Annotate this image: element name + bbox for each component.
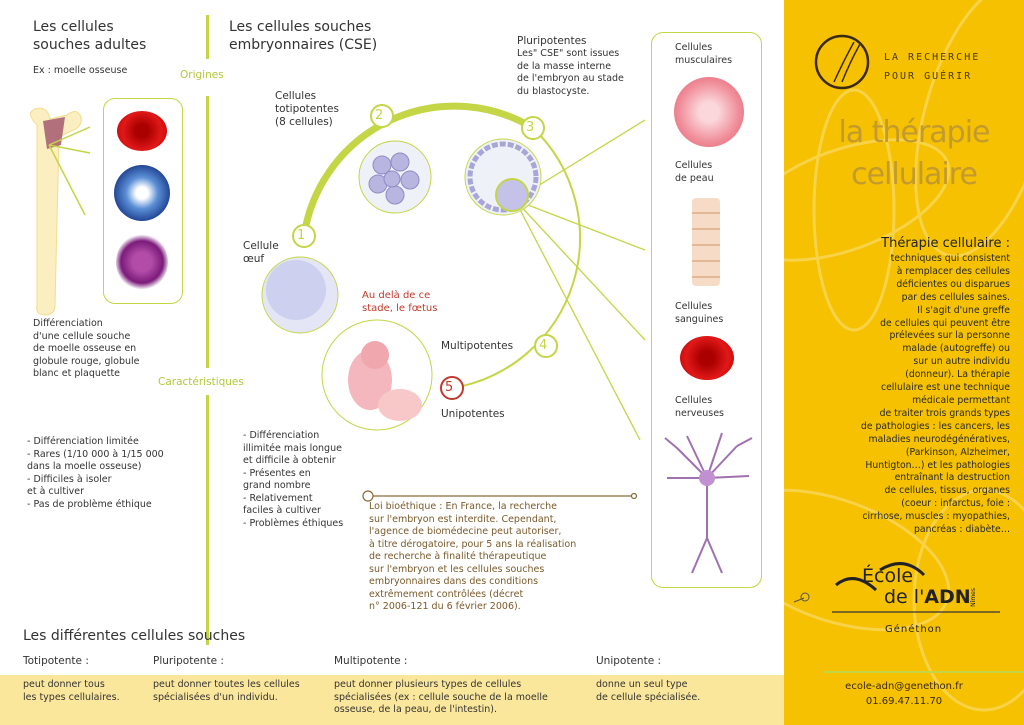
bioethics-law: Loi bioéthique : En France, la recherche… xyxy=(369,501,577,612)
adult-example: Ex : moelle osseuse xyxy=(33,65,128,76)
adult-traits: - Différenciation limitée - Rares (1/10 … xyxy=(27,436,164,510)
step-2: 2 xyxy=(375,108,384,123)
specialized-cells-box: Cellules musculaires Cellules de peau Ce… xyxy=(651,32,762,588)
pluripotent-text: Les" CSE" sont issues de la masse intern… xyxy=(517,48,624,97)
therapy-text: techniques qui consistent à remplacer de… xyxy=(860,253,1010,536)
bone-illustration xyxy=(30,107,91,316)
adult-cells-box xyxy=(103,98,183,304)
platelet xyxy=(116,234,168,290)
origins-label: Origines xyxy=(180,69,224,81)
dna-icon xyxy=(835,562,926,592)
cse-title: Les cellules souches embryonnaires (CSE) xyxy=(229,19,378,53)
skin-label: Cellules de peau xyxy=(675,160,714,184)
egg-label: Cellule œuf xyxy=(243,240,279,265)
blood-label: Cellules sanguines xyxy=(675,301,724,325)
logo-de: de l' xyxy=(884,586,925,608)
logo-ecole: École xyxy=(862,565,914,587)
step-4: 4 xyxy=(539,338,548,353)
type-desc: donne un seul type de cellule spécialisé… xyxy=(596,679,701,703)
type-name: Multipotente : xyxy=(334,655,408,667)
email-link[interactable]: ecole-adn@genethon.fr xyxy=(845,681,963,692)
adult-title: Les cellules souches adultes xyxy=(33,19,147,53)
decorative-pattern xyxy=(784,0,1024,712)
adult-differentiation: Différenciation d'une cellule souche de … xyxy=(33,318,140,379)
red-blood-cell xyxy=(117,111,167,151)
dna-logo-icon xyxy=(814,34,870,90)
divider xyxy=(206,395,209,645)
muscle-cell xyxy=(674,77,744,147)
logo-adn: ADN xyxy=(924,586,971,608)
divider xyxy=(206,96,209,368)
characteristics-label: Caractéristiques xyxy=(158,376,244,388)
development-diagram xyxy=(261,102,646,502)
type-desc: peut donner tous les types cellulaires. xyxy=(23,679,120,703)
type-desc: peut donner toutes les cellules spéciali… xyxy=(153,679,300,703)
type-desc: peut donner plusieurs types de cellules … xyxy=(334,679,548,715)
nerve-label: Cellules nerveuses xyxy=(675,395,725,419)
step-1: 1 xyxy=(297,228,306,243)
therapy-heading: Thérapie cellulaire : xyxy=(881,236,1010,251)
totipotent-label: Cellules totipotentes (8 cellules) xyxy=(275,90,339,128)
divider xyxy=(206,15,209,59)
nerve-cell xyxy=(664,432,753,574)
muscle-label: Cellules musculaires xyxy=(675,42,733,66)
type-name: Pluripotente : xyxy=(153,655,224,667)
unipotent-label: Unipotentes xyxy=(441,408,505,420)
types-band xyxy=(0,675,784,725)
org-name: Généthon xyxy=(885,624,943,635)
blood-cell xyxy=(680,336,734,380)
cse-traits: - Différenciation illimitée mais longue … xyxy=(243,430,344,529)
multipotent-label: Multipotentes xyxy=(441,340,514,352)
white-blood-cell xyxy=(114,165,170,221)
step-5: 5 xyxy=(445,380,454,395)
phone: 01.69.47.11.70 xyxy=(865,696,943,707)
fetus-label: Au delà de ce stade, le fœtus xyxy=(362,290,438,314)
types-title: Les différentes cellules souches xyxy=(23,628,246,644)
side-panel: LA RECHERCHE POUR GUÉRIR la thérapie cel… xyxy=(784,0,1024,725)
tagline: LA RECHERCHE POUR GUÉRIR xyxy=(884,52,981,82)
skin-cells xyxy=(692,198,720,286)
logo-city: Nîmes xyxy=(970,588,977,607)
step-3: 3 xyxy=(526,120,535,135)
type-name: Unipotente : xyxy=(596,655,662,667)
big-title: la thérapie cellulaire xyxy=(838,115,990,192)
pluripotent-title: Pluripotentes xyxy=(517,35,587,47)
type-name: Totipotente : xyxy=(23,655,89,667)
development-arc xyxy=(451,127,582,389)
